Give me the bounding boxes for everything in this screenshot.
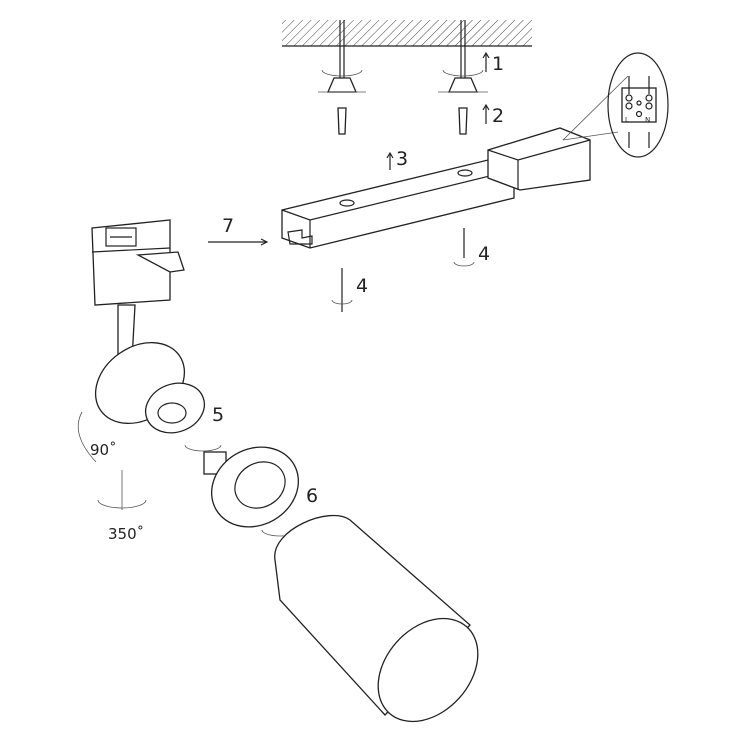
tilt-angle-label: 90˚ — [90, 441, 117, 459]
rail-screw-right — [453, 228, 475, 267]
rail-screw-left — [331, 268, 353, 312]
step-5-label: 5 — [212, 404, 224, 426]
step-6-label: 6 — [306, 485, 318, 507]
track-adapter — [91, 219, 185, 363]
ceiling-screw-right — [438, 20, 488, 135]
wiring-detail: L N — [607, 52, 669, 158]
lamp-head — [94, 342, 206, 434]
rotation-angle-label: 350˚ — [108, 525, 144, 543]
ceiling — [282, 20, 532, 47]
step-1-label: 1 — [492, 53, 504, 75]
track-rail — [281, 159, 515, 249]
step-4-label-left: 4 — [356, 275, 368, 297]
connector-box — [487, 127, 591, 191]
gu10-bulb — [203, 446, 300, 528]
step-2-label: 2 — [492, 105, 504, 127]
ceiling-screw-left — [318, 20, 366, 135]
step-7-label: 7 — [222, 215, 234, 237]
step-3-label: 3 — [396, 148, 408, 170]
cylinder-shade — [274, 514, 479, 723]
terminal-neutral-label: N — [645, 116, 650, 124]
step-4-label-right: 4 — [478, 243, 490, 265]
terminal-live-label: L — [625, 116, 629, 124]
